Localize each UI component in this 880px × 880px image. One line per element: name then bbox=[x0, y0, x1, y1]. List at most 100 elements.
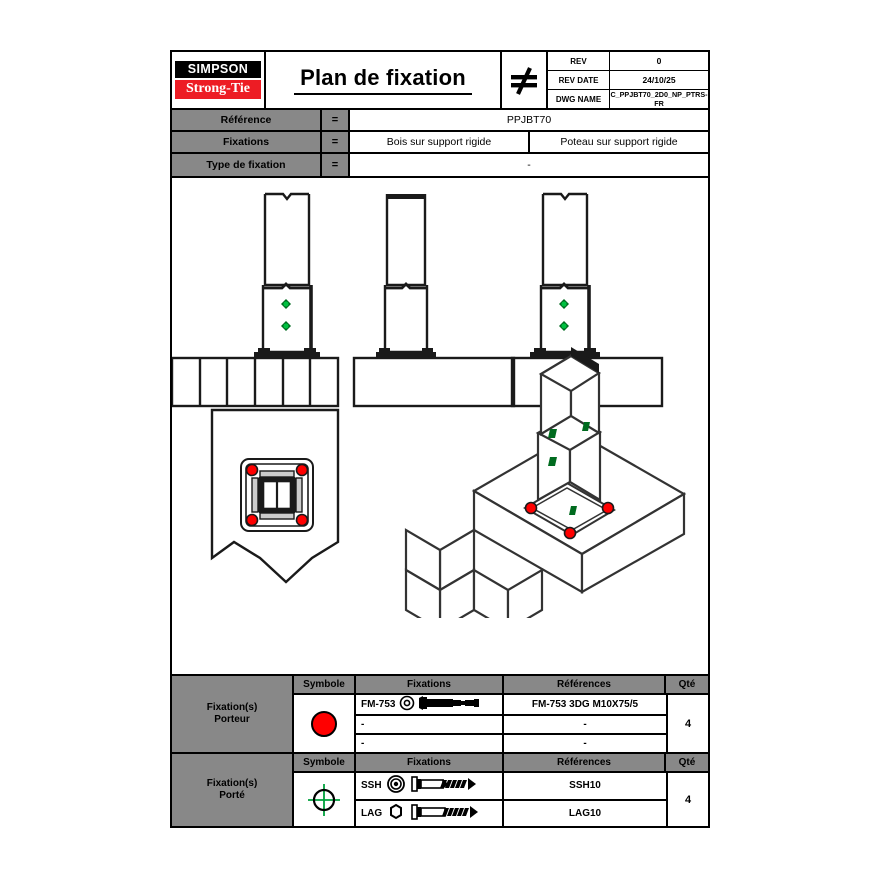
dwg-name-row: DWG NAME C_PPJBT70_2D0_NP_PTRS-FR bbox=[548, 90, 708, 108]
fixation-table-porte: Fixation(s) Porté Symbole Fixations Réfé… bbox=[172, 754, 708, 826]
table-row: FM-753 bbox=[356, 695, 666, 716]
table-row: - - bbox=[356, 735, 666, 752]
rev-date-label: REV DATE bbox=[548, 71, 610, 89]
fixation-porteur-qty: 4 bbox=[666, 695, 708, 752]
fixation-code-text: - bbox=[361, 738, 365, 749]
fixation-porteur-data: Fixations Références Qté FM-753 bbox=[356, 676, 708, 752]
not-equal-symbol-icon bbox=[502, 52, 548, 108]
header-fixations-porteur: Fixations bbox=[356, 676, 504, 693]
plan-view-anchors bbox=[245, 463, 309, 527]
fixation-reference-cell: - bbox=[583, 738, 587, 749]
header-symbole-porte: Symbole bbox=[294, 754, 354, 773]
isometric-screw-markers bbox=[548, 422, 590, 515]
fixation-code-text: LAG bbox=[361, 807, 383, 819]
fixation-porteur-label-line2: Porteur bbox=[214, 714, 250, 725]
anchor-point bbox=[563, 526, 577, 540]
rev-date-value: 24/10/25 bbox=[642, 75, 676, 85]
dwg-name-label: DWG NAME bbox=[548, 90, 610, 108]
spec-label-type: Type de fixation bbox=[172, 154, 322, 176]
revision-block: REV 0 REV DATE 24/10/25 DWG NAME C_PPJBT… bbox=[548, 52, 708, 108]
fixation-table-porteur: Fixation(s) Porteur Symbole Fixations Ré… bbox=[172, 676, 708, 754]
anchor-point bbox=[245, 463, 259, 477]
fixation-code-cell: SSH bbox=[356, 773, 504, 799]
logo-strongtie-text: Strong-Tie bbox=[175, 80, 261, 100]
fixation-porte-qty: 4 bbox=[666, 773, 708, 826]
fixation-code-cell: - bbox=[356, 735, 504, 752]
header-references-porte: Références bbox=[504, 754, 666, 771]
table-row: LAG bbox=[356, 800, 666, 826]
table-row: - - bbox=[356, 716, 666, 735]
hex-washer-screw-icon bbox=[386, 775, 486, 796]
fixation-porteur-headers: Fixations Références Qté bbox=[356, 676, 708, 695]
fixation-reference-cell: FM-753 3DG M10X75/5 bbox=[531, 699, 639, 710]
fixation-code-text: SSH bbox=[361, 780, 382, 792]
fixation-porteur-body: FM-753 bbox=[356, 695, 708, 752]
green-crosshair-icon bbox=[294, 773, 354, 826]
fixation-porte-label-line1: Fixation(s) bbox=[206, 777, 258, 789]
header-fixations-porte: Fixations bbox=[356, 754, 504, 771]
spec-equals-type: = bbox=[322, 154, 350, 176]
title-block: SIMPSON Strong-Tie Plan de fixation REV … bbox=[172, 52, 708, 110]
fixation-reference-cell: - bbox=[583, 719, 587, 730]
spec-label-fixations: Fixations bbox=[172, 132, 322, 152]
spec-label-reference: Référence bbox=[172, 110, 322, 130]
isometric-view bbox=[404, 347, 687, 618]
fixation-porte-headers: Fixations Références Qté bbox=[356, 754, 708, 773]
elevation-view-left bbox=[172, 192, 340, 408]
dwg-name-value: C_PPJBT70_2D0_NP_PTRS-FR bbox=[610, 90, 708, 108]
screw-marker-group-left bbox=[281, 299, 291, 331]
fixation-porte-data: Fixations Références Qté SSH bbox=[356, 754, 708, 826]
drawing-area bbox=[172, 178, 708, 676]
fixation-reference-cell: LAG10 bbox=[568, 807, 602, 819]
fixation-porte-label: Fixation(s) Porté bbox=[172, 754, 294, 826]
fixation-porteur-label-line1: Fixation(s) bbox=[206, 701, 258, 713]
fixation-code-text: FM-753 bbox=[361, 699, 396, 710]
spec-equals-reference: = bbox=[322, 110, 350, 130]
fixation-porte-body: SSH bbox=[356, 773, 708, 826]
rev-value: 0 bbox=[656, 56, 662, 66]
fixation-code-cell: - bbox=[356, 716, 504, 733]
anchor-point bbox=[245, 513, 259, 527]
anchor-point bbox=[295, 513, 309, 527]
logo-simpson-text: SIMPSON bbox=[175, 60, 261, 79]
fixation-reference-cell: SSH10 bbox=[569, 780, 601, 792]
spec-equals-fixations: = bbox=[322, 132, 350, 152]
spec-value-reference: PPJBT70 bbox=[506, 114, 552, 126]
fixation-porteur-label: Fixation(s) Porteur bbox=[172, 676, 294, 752]
elevation-view-center bbox=[352, 194, 516, 408]
fixation-porte-label-line2: Porté bbox=[219, 790, 245, 801]
spec-row-type: Type de fixation = - bbox=[172, 154, 708, 176]
fixation-porte-symbol-col: Symbole bbox=[294, 754, 356, 826]
anchor-bolt-icon bbox=[399, 695, 485, 714]
sheet-title: Plan de fixation bbox=[266, 52, 502, 108]
elevation-view-right bbox=[510, 192, 664, 408]
spec-value-fixations-1: Bois sur support rigide bbox=[386, 136, 492, 148]
plan-view bbox=[210, 408, 340, 584]
anchor-point bbox=[601, 501, 615, 515]
plan-view-base-plate bbox=[240, 458, 314, 532]
spec-value-type: - bbox=[527, 159, 531, 171]
lag-screw-icon bbox=[386, 803, 486, 824]
fixation-code-cell: LAG bbox=[356, 800, 504, 826]
header-qte-porteur: Qté bbox=[678, 679, 696, 690]
anchor-point bbox=[524, 501, 538, 515]
rev-row: REV 0 bbox=[548, 52, 708, 71]
spec-row-fixations: Fixations = Bois sur support rigide Pote… bbox=[172, 132, 708, 154]
red-circle-icon bbox=[294, 695, 354, 752]
anchor-point bbox=[295, 463, 309, 477]
fixation-code-cell: FM-753 bbox=[356, 695, 504, 714]
specification-table: Référence = PPJBT70 Fixations = Bois sur… bbox=[172, 110, 708, 178]
rev-date-row: REV DATE 24/10/25 bbox=[548, 71, 708, 90]
isometric-anchors bbox=[524, 501, 615, 540]
spec-value-fixations-2: Poteau sur support rigide bbox=[528, 132, 708, 152]
rev-label: REV bbox=[548, 52, 610, 70]
header-qte-porte: Qté bbox=[678, 757, 696, 768]
table-row: SSH bbox=[356, 773, 666, 801]
simpson-strong-tie-logo: SIMPSON Strong-Tie bbox=[172, 52, 266, 108]
header-references-porteur: Références bbox=[504, 676, 666, 693]
header-symbole-porteur: Symbole bbox=[294, 676, 354, 695]
fixation-porteur-symbol-col: Symbole bbox=[294, 676, 356, 752]
fixation-code-text: - bbox=[361, 719, 365, 730]
spec-row-reference: Référence = PPJBT70 bbox=[172, 110, 708, 132]
sheet-title-text: Plan de fixation bbox=[294, 65, 472, 95]
